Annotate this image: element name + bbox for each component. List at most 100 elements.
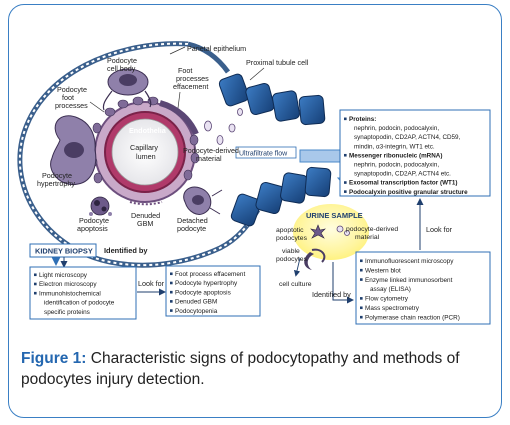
biopsy-finding-bullet [170, 300, 173, 303]
biopsy-finding-item: Podocyte apoptosis [175, 289, 231, 296]
urine-methods-box [355, 251, 491, 325]
capillary-lumen [111, 118, 179, 186]
label-look-for-markers: Look for [426, 225, 453, 234]
label-hypertrophy-1: Podocyte [42, 171, 72, 180]
urine-method-bullet [360, 268, 363, 272]
urine-markers-box [339, 109, 491, 197]
urine-marker-item: synaptopodin, CD2AP, ACTN4 etc. [354, 171, 451, 178]
proximal-tubule-lower [230, 166, 332, 227]
apoptotic-podocyte [89, 196, 112, 216]
urine-marker-item: Messenger ribonucleic (mRNA) [349, 152, 442, 159]
label-effacement-3: effacement [173, 82, 208, 91]
biopsy-methods-box [29, 266, 137, 320]
ultrafiltrate-flow-label-box [235, 146, 297, 159]
urine-marker-item: synaptopodin, CD2AP, ACTN4, CD59, [354, 134, 461, 141]
label-denuded-2: GBM [137, 219, 153, 228]
label-viable-podocytes-2: podocytes [276, 256, 308, 263]
label-viable-podocytes-1: viable [282, 248, 300, 255]
label-apoptotic-podocytes-2: podocytes [276, 235, 308, 242]
biopsy-method-item: identification of podocyte [44, 300, 115, 307]
label-identified-by-biopsy: Identified by [104, 246, 148, 255]
biopsy-method-item: specific proteins [44, 309, 90, 316]
label-effacement-2: processes [176, 74, 209, 83]
biopsy-findings-box [165, 265, 261, 317]
urine-marker-bullet [344, 190, 347, 193]
caption-text: Characteristic signs of podocytopathy an… [21, 350, 460, 388]
biopsy-finding-bullet [170, 290, 173, 294]
biopsy-method-item: Immunohistochemical [39, 290, 101, 297]
label-effacement-1: Foot [178, 66, 192, 75]
urine-method-item: Western blot [365, 267, 401, 274]
figure-caption: Figure 1: Characteristic signs of podocy… [21, 348, 491, 390]
urine-marker-item: nephrin, podocin, podocalyxin, [354, 125, 439, 132]
label-denuded-1: Denuded [131, 211, 160, 220]
biopsy-finding-bullet [170, 272, 173, 276]
urine-marker-bullet [344, 153, 347, 157]
label-proximal-tubule-cell: Proximal tubule cell [246, 58, 309, 67]
denuded-gbm-segment [129, 201, 163, 206]
urine-marker-bullet [344, 181, 347, 184]
podocyte-derived-material [204, 108, 243, 145]
biopsy-finding-item: Foot process effacement [175, 271, 245, 278]
urine-marker-item: mindin, α3-integrin, WT1 etc. [354, 143, 435, 150]
urine-markers-list: Proteins: nephrin, podocin, podocalyxin, s… [344, 116, 468, 196]
urine-apoptotic-podocyte [310, 224, 326, 239]
label-podocyte-cell-body-2: cell body [107, 64, 136, 73]
biopsy-method-bullet [34, 273, 37, 277]
label-detached-1: Detached [177, 216, 208, 225]
urine-marker-item: nephrin, podocin, podocalyxin, [354, 162, 439, 169]
label-parietal-epithelium: Parietal epithelium [187, 44, 246, 53]
urine-method-bullet [360, 297, 363, 300]
urine-marker-bullet [344, 117, 347, 121]
label-kidney-biopsy: KIDNEY BIOPSY [35, 247, 93, 256]
label-capillary-lumen-2: lumen [136, 152, 156, 161]
arrow-identified-urine [332, 262, 354, 304]
biopsy-finding-bullet [170, 309, 173, 312]
urine-method-item: Flow cytometry [365, 296, 409, 303]
urine-method-item: Immunofluorescent microscopy [365, 258, 454, 265]
label-hypertrophy-2: hypertrophy [37, 179, 75, 188]
label-look-for-biopsy: Look for [138, 279, 165, 288]
label-endothelia: Endothelia [129, 126, 167, 135]
proximal-tubule-upper [218, 73, 326, 126]
parietal-epithelium-top [187, 41, 231, 74]
label-apoptotic-podocytes-1: apoptotic [276, 227, 304, 234]
biopsy-method-item: Light microscopy [39, 272, 88, 279]
biopsy-method-bullet [34, 282, 37, 286]
urine-method-bullet [360, 259, 363, 263]
urine-method-item: assay (ELISA) [370, 286, 411, 293]
urine-marker-item: Proteins: [349, 116, 376, 123]
label-ultrafiltrate-flow: Ultrafiltrate flow [239, 151, 288, 158]
biopsy-finding-item: Denuded GBM [175, 299, 217, 306]
urine-marker-item: Podocalyxin positive granular structure [349, 189, 468, 196]
urine-method-bullet [360, 278, 363, 281]
caption-label: Figure 1: [21, 350, 87, 367]
label-urine-derived-1: podocyte-derived [346, 226, 398, 233]
label-apoptosis-2: apoptosis [77, 224, 108, 233]
biopsy-finding-bullet [170, 281, 173, 285]
urine-viable-podocyte [304, 248, 326, 270]
urine-method-item: Enzyme linked immunosorbent [365, 277, 453, 284]
biopsy-finding-item: Podocyte hypertrophy [175, 280, 238, 287]
label-detached-2: podocyte [177, 224, 206, 233]
urine-marker-item: Exosomal transcription factor (WT1) [349, 180, 457, 187]
label-urine-derived-2: material [355, 234, 380, 241]
urine-sample-circle [293, 204, 369, 260]
urine-method-item: Polymerase chain reaction (PCR) [365, 314, 460, 321]
urine-method-item: Mass spectrometry [365, 305, 420, 312]
biopsy-method-bullet [34, 291, 37, 295]
label-foot-processes-2: foot [62, 93, 74, 102]
label-cell-culture: cell culture [279, 281, 312, 288]
label-derived-material-2: material [196, 154, 222, 163]
label-apoptosis-1: Podocyte [79, 216, 109, 225]
label-foot-processes-3: processes [55, 101, 88, 110]
detached-podocyte [183, 186, 223, 215]
label-capillary-lumen-1: Capillary [130, 143, 158, 152]
label-urine-sample: URINE SAMPLE [306, 211, 363, 220]
urine-method-bullet [360, 315, 363, 319]
biopsy-finding-item: Podocytopenia [175, 308, 218, 315]
